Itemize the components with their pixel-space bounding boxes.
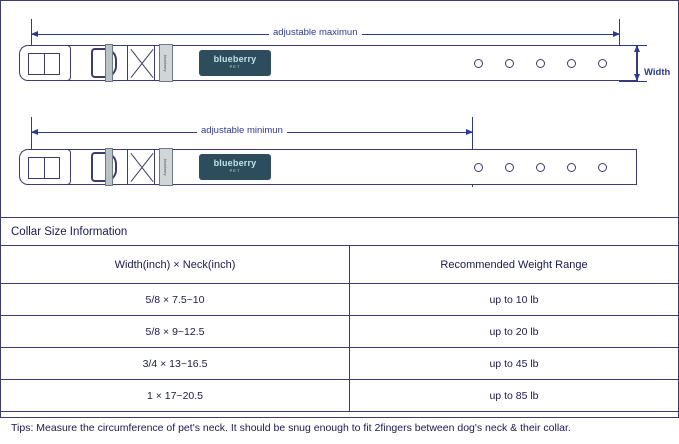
width-dim-arrow — [634, 45, 640, 81]
table-header-row: Width(inch) × Neck(inch) Recommended Wei… — [1, 246, 678, 284]
width-tick-bottom — [619, 81, 647, 82]
size-chart-page: adjustable maximun blueberry blueberry P… — [0, 0, 679, 418]
cell-size: 1 × 17~20.5 — [1, 379, 350, 411]
stitch-box-bottom — [127, 149, 155, 185]
max-dim-label: adjustable maximun — [269, 27, 362, 38]
max-dim-tick-right — [619, 19, 620, 65]
table-row: 5/8 × 7.5~10 up to 10 lb — [1, 283, 678, 316]
header-width-neck: Width(inch) × Neck(inch) — [1, 246, 350, 284]
buckle-bottom — [19, 149, 71, 185]
brand-patch-top: blueberry PET — [199, 50, 271, 76]
width-label: Width — [644, 67, 671, 78]
min-dim-label: adjustable minimun — [197, 125, 287, 136]
cell-size: 5/8 × 7.5~10 — [1, 283, 350, 316]
keeper-loop-top: blueberry — [159, 44, 173, 82]
d-ring-top — [91, 48, 117, 78]
brand-name-top: blueberry — [213, 54, 257, 64]
cell-weight: up to 45 lb — [349, 347, 678, 380]
d-ring-bottom — [91, 152, 117, 182]
slider-bottom — [105, 148, 113, 186]
collar-diagram: adjustable maximun blueberry blueberry P… — [1, 1, 678, 218]
cell-size: 5/8 × 9~12.5 — [1, 315, 350, 348]
cell-weight: up to 10 lb — [349, 283, 678, 316]
slider-top — [105, 44, 113, 82]
stitch-box-top — [127, 45, 155, 81]
table-row: 5/8 × 9~12.5 up to 20 lb — [1, 315, 678, 348]
cell-weight: up to 85 lb — [349, 379, 678, 411]
brand-patch-bottom: blueberry PET — [199, 154, 271, 180]
buckle-top — [19, 45, 71, 81]
hole — [598, 59, 607, 68]
hole — [598, 163, 607, 172]
hole — [536, 59, 545, 68]
strap-bottom — [31, 149, 637, 185]
keeper-loop-bottom: blueberry — [159, 148, 173, 186]
cell-weight: up to 20 lb — [349, 315, 678, 348]
brand-sub-bottom: PET — [229, 168, 241, 173]
buckle-bar-top — [44, 53, 45, 75]
hole — [567, 59, 576, 68]
hole — [474, 59, 483, 68]
brand-sub-top: PET — [229, 64, 241, 69]
width-tick-top — [619, 45, 647, 46]
hole — [536, 163, 545, 172]
size-table: Width(inch) × Neck(inch) Recommended Wei… — [1, 246, 678, 411]
hole — [474, 163, 483, 172]
hole — [567, 163, 576, 172]
hole — [505, 163, 514, 172]
table-row: 3/4 × 13~16.5 up to 45 lb — [1, 347, 678, 380]
table-row: 1 × 17~20.5 up to 85 lb — [1, 379, 678, 411]
buckle-bar-bottom — [44, 157, 45, 179]
header-weight-range: Recommended Weight Range — [349, 246, 678, 284]
table-title: Collar Size Information — [1, 218, 678, 246]
cell-size: 3/4 × 13~16.5 — [1, 347, 350, 380]
hole — [505, 59, 514, 68]
strap-top — [31, 45, 637, 81]
brand-name-bottom: blueberry — [213, 158, 257, 168]
tips-text: Tips: Measure the circumference of pet's… — [1, 411, 678, 443]
